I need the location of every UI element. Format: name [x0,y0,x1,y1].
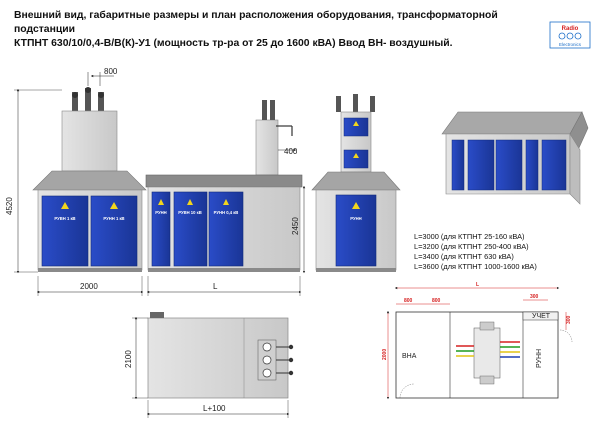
plan-dim-L: L [476,282,479,288]
length-legend: L=3000 (для КТПНТ 25-160 кВА) L=3200 (дл… [414,232,537,272]
vent-icon [150,312,164,318]
title-line-1: Внешний вид, габаритные размеры и план р… [14,10,498,35]
company-logo-icon: Radio Electronics [549,21,591,49]
legend-item: L=3200 (для КТПНТ 250-400 кВА) [414,242,529,251]
warning-icon [158,199,164,205]
warning-icon [352,202,360,209]
logo-line-2: Electronics [559,42,582,47]
title-line-2: КТПНТ 630/10/0,4-В/В(К)-У1 (мощность тр-… [14,38,453,49]
plan-dim-2000: 2000 [382,349,388,360]
warning-icon [223,199,229,205]
door-mid-3-label: РУНН 0,4 кВ [214,210,239,215]
legend-item: L=3600 (для КТПНТ 1000-1600 кВА) [414,262,537,271]
door-mid-2-label: РУВН 10 кВ [178,210,202,215]
plan-dim-600: 300 [530,294,539,300]
dim-L-plus-100: L+100 [203,404,226,413]
warning-icon [187,199,193,205]
dim-400: 400 [284,147,298,156]
dim-800: 800 [104,67,118,76]
door-left-1-label: РУВН 1 кВ [54,216,75,221]
logo-line-1: Radio [562,26,579,32]
side-view-middle: РУНН РУВН 10 кВ РУНН 0,4 кВ 400 2450 L [145,100,306,296]
door-mid-1-label: РУНН [155,210,166,215]
insulator-icon [336,94,375,112]
transformer-icon [473,327,501,379]
page-title: Внешний вид, габаритные размеры и план р… [14,9,524,51]
warning-icon [61,202,69,209]
door-left-2-label: РУНН 1 кВ [103,216,124,221]
label-ucet: УЧЕТ [532,313,551,320]
dim-2100: 2100 [124,350,133,368]
warning-icon [110,202,118,209]
insulator-icon [72,87,104,112]
dim-L: L [213,282,218,291]
dim-2450: 2450 [291,217,300,235]
door-right-1-label: РУНН [350,216,361,221]
legend-item: L=3000 (для КТПНТ 25-160 кВА) [414,232,525,241]
floor-plan: УЧЕТ ВНА РУНН L 800 800 300 2000 300 [382,282,573,400]
door-mid-1 [151,191,171,267]
warning-icon [353,121,359,126]
label-vna: ВНА [402,353,417,360]
bushing-panel [257,339,294,381]
dim-4520: 4520 [5,197,14,215]
plan-dim-800b: 800 [432,298,441,304]
label-runn: РУНН [536,349,543,368]
insulator-icon [262,100,293,136]
front-view-left: РУВН 1 кВ РУНН 1 кВ 800 4520 2000 [5,67,147,296]
warning-icon [353,153,359,158]
plan-dim-800a: 800 [404,298,413,304]
top-plan-view: 2100 L+100 [124,312,294,418]
end-view-right: РУНН [311,94,401,272]
legend-item: L=3400 (для КТПНТ 630 кВА) [414,252,514,261]
dim-2000: 2000 [80,282,98,291]
plan-dim-300r: 300 [566,315,572,324]
isometric-view [441,111,589,205]
